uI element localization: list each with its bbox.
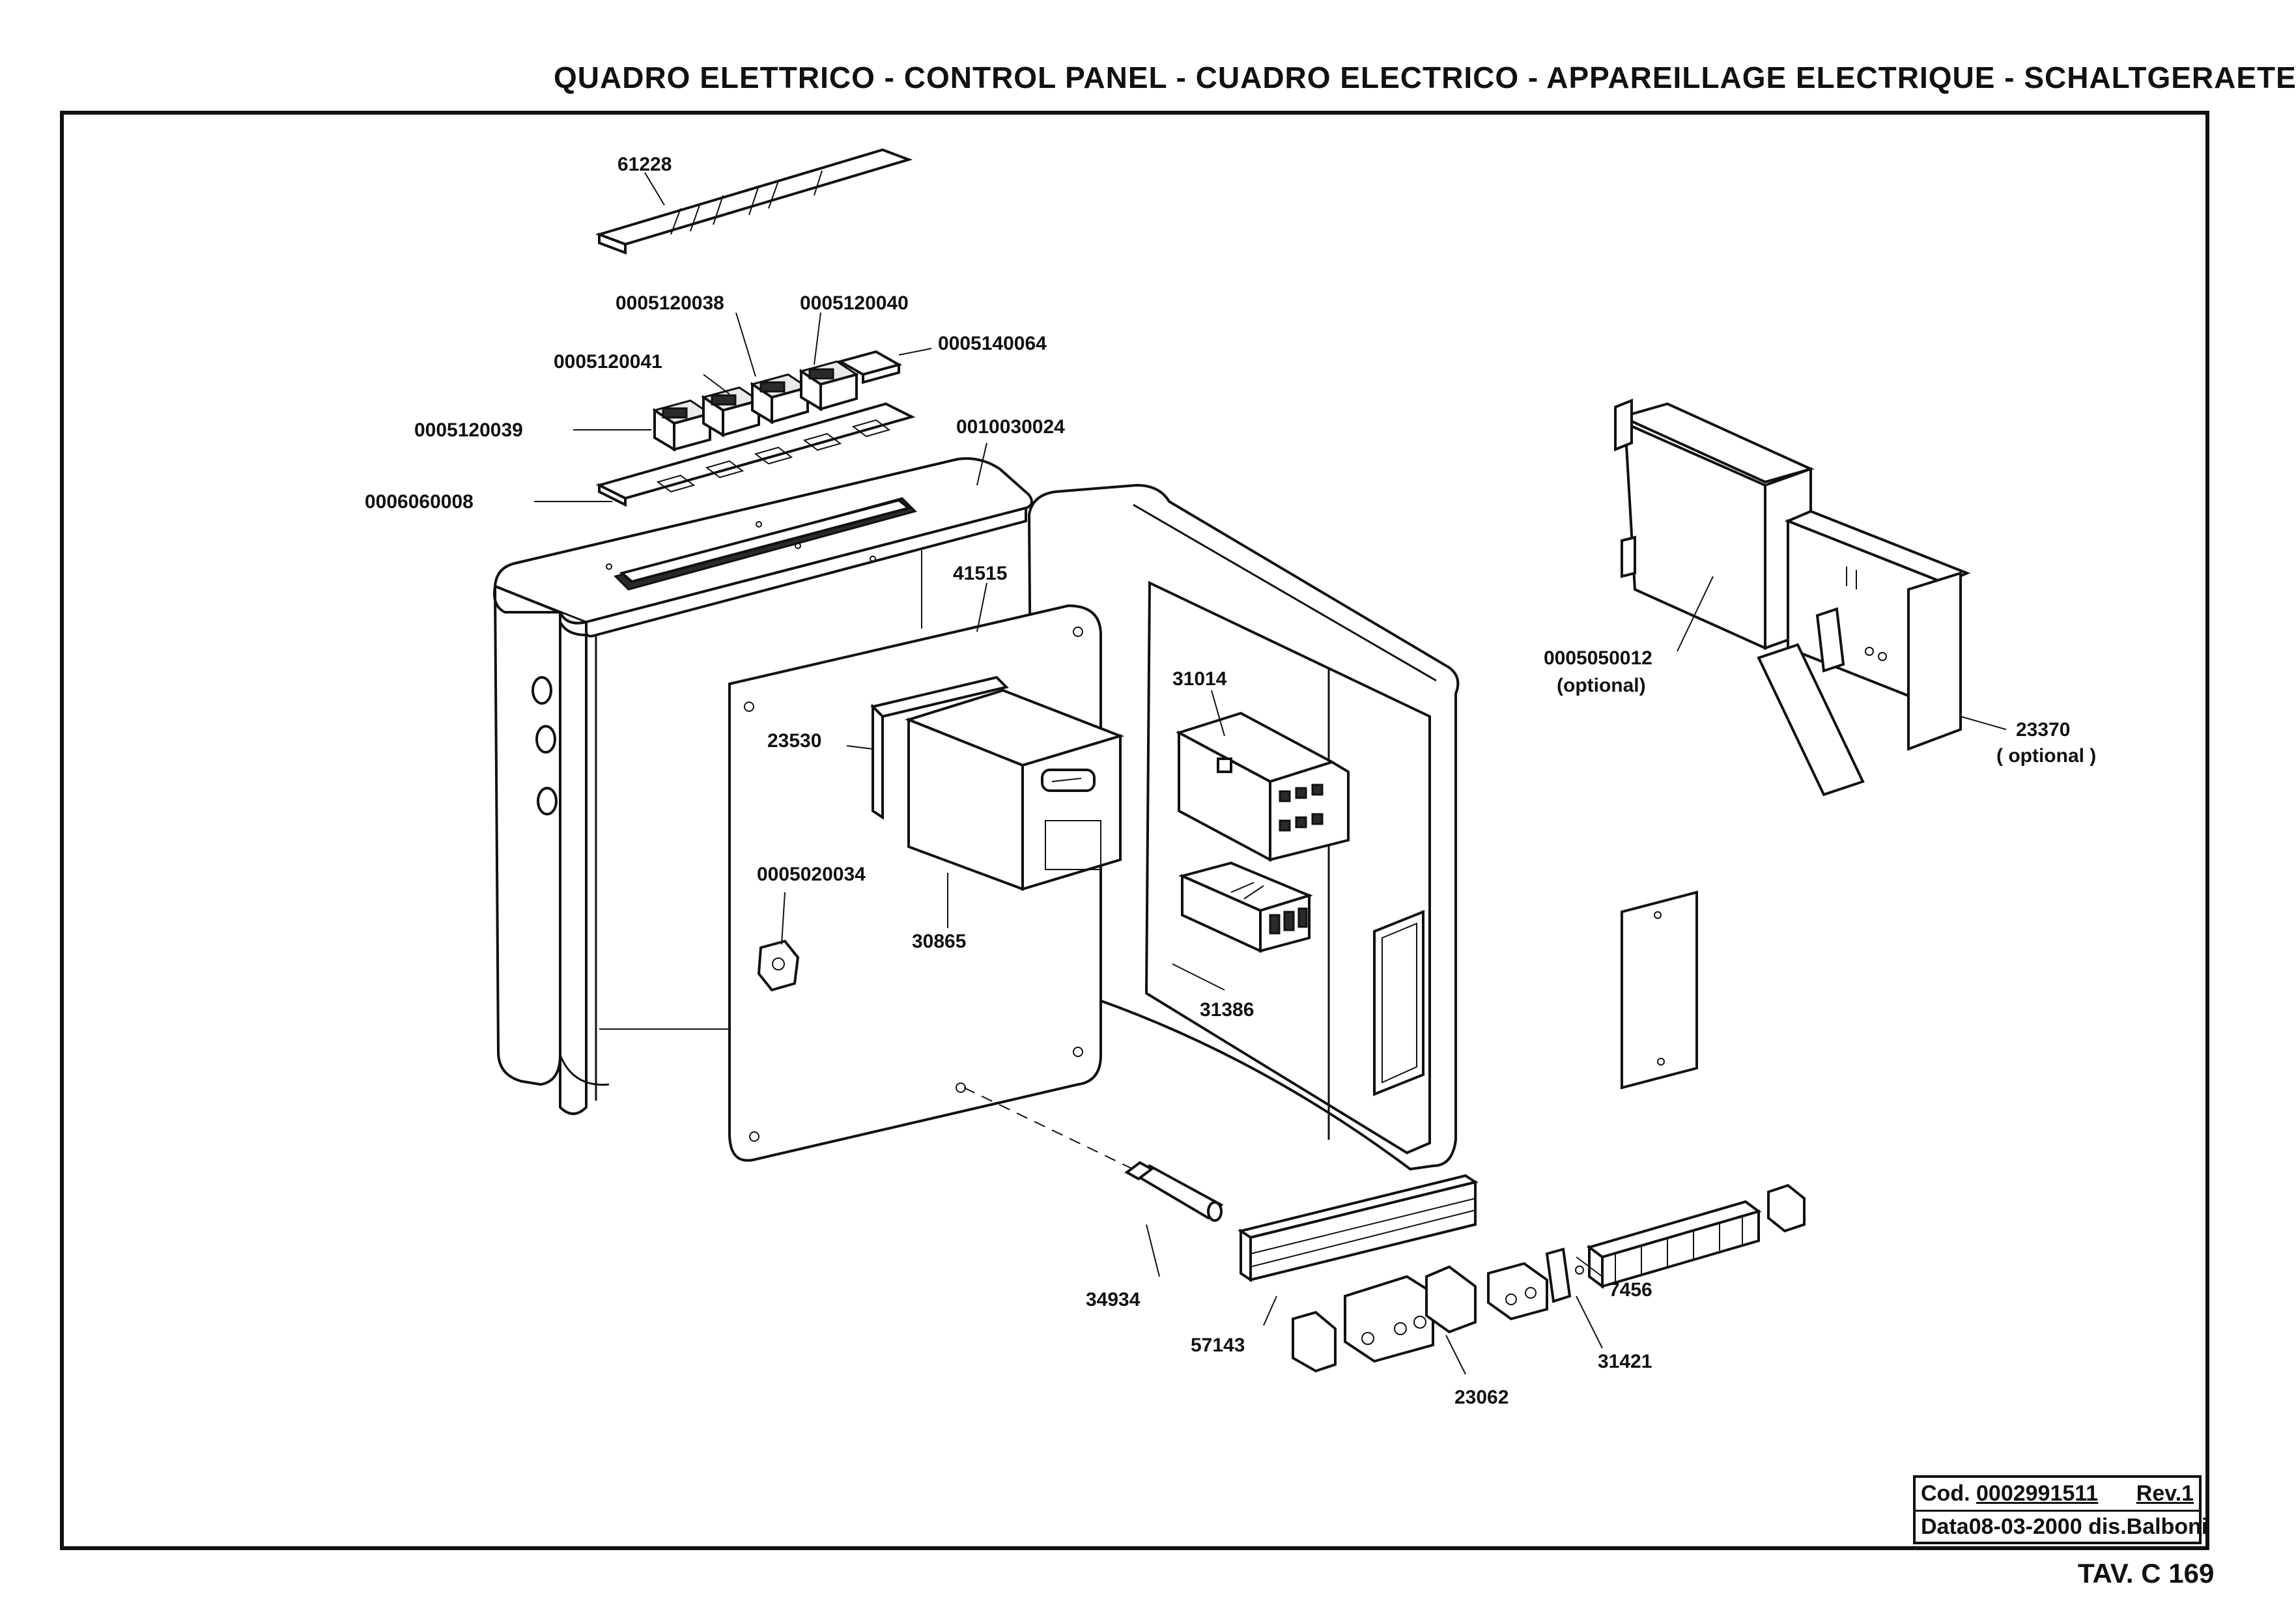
enclosure-body-0010030024 [493, 457, 1033, 1115]
label-23062: 23062 [1454, 1387, 1509, 1408]
label-23530: 23530 [767, 730, 821, 752]
card-module-23370 [1757, 509, 1971, 797]
label-61228: 61228 [617, 154, 672, 175]
label-30865: 30865 [912, 931, 966, 952]
spacer-34934 [963, 1087, 1224, 1222]
drawing-title: QUADRO ELETTRICO - CONTROL PANEL - CUADR… [554, 61, 2296, 94]
part-labels: 61228 0005120038 0005120040 0005140064 0… [365, 154, 2096, 1408]
label-0010030024: 0010030024 [956, 416, 1065, 438]
din-rail-57143 [1238, 1174, 1479, 1282]
label-31014: 31014 [1172, 668, 1227, 690]
terminal-strip [1586, 1183, 1806, 1289]
label-0005020034: 0005020034 [757, 864, 866, 885]
label-0006060008: 0006060008 [365, 491, 474, 513]
note-0005050012: (optional) [1557, 675, 1646, 696]
title-block-date-row: Data 08-03-2000 dis.Balboni [1916, 1510, 2207, 1542]
label-31421: 31421 [1598, 1351, 1652, 1372]
label-57143: 57143 [1191, 1335, 1245, 1356]
blank-plug-0005140064 [836, 350, 903, 384]
label-23370: 23370 [2016, 719, 2070, 741]
relay-30865 [870, 675, 1125, 891]
sheet-id: TAV. C 169 [2078, 1558, 2215, 1589]
drawing-frame [60, 111, 2209, 1550]
label-0005120040: 0005120040 [800, 292, 909, 314]
switch-0005120041 [701, 386, 761, 438]
note-23370: ( optional ) [1996, 745, 2096, 767]
bracket-0005020034 [757, 939, 800, 992]
title-block: Cod. 0002991511 Rev.1 Data 08-03-2000 di… [1913, 1475, 2207, 1544]
label-0005140064: 0005140064 [938, 333, 1047, 354]
data-value: 08-03-2000 [1968, 1514, 2082, 1539]
title-block-code-row: Cod. 0002991511 Rev.1 [1916, 1478, 2199, 1510]
contactor-31014 [1175, 711, 1350, 862]
label-34934: 34934 [1086, 1289, 1141, 1310]
cod-value: 0002991511 [1976, 1481, 2099, 1506]
switch-0005120039 [652, 399, 713, 452]
data-label: Data [1921, 1514, 1969, 1539]
cod-label: Cod. [1921, 1481, 1970, 1506]
switch-frame-plate-0006060008 [595, 402, 916, 507]
leader-lines [534, 172, 2007, 1375]
revision: Rev.1 [2136, 1481, 2194, 1506]
terminal-blocks-23062 [1292, 1265, 1477, 1373]
author: dis.Balboni [2088, 1514, 2208, 1539]
rocker-switches [652, 350, 903, 452]
switch-0005120040 [799, 360, 859, 412]
terminals-31421 [1487, 1247, 1584, 1321]
label-0005120038: 0005120038 [616, 292, 724, 314]
glass-cover-61228 [595, 148, 913, 255]
blank-plate [1621, 890, 1698, 1090]
label-0005120041: 0005120041 [554, 351, 662, 373]
label-41515: 41515 [953, 563, 1007, 584]
overload-relay-31386 [1178, 861, 1313, 954]
switch-0005120038 [750, 373, 810, 425]
label-7456: 7456 [1609, 1279, 1652, 1301]
label-0005120039: 0005120039 [414, 419, 523, 441]
label-31386: 31386 [1200, 999, 1254, 1021]
optional-module-0005050012 [1614, 399, 1815, 651]
label-0005050012: 0005050012 [1544, 647, 1652, 669]
